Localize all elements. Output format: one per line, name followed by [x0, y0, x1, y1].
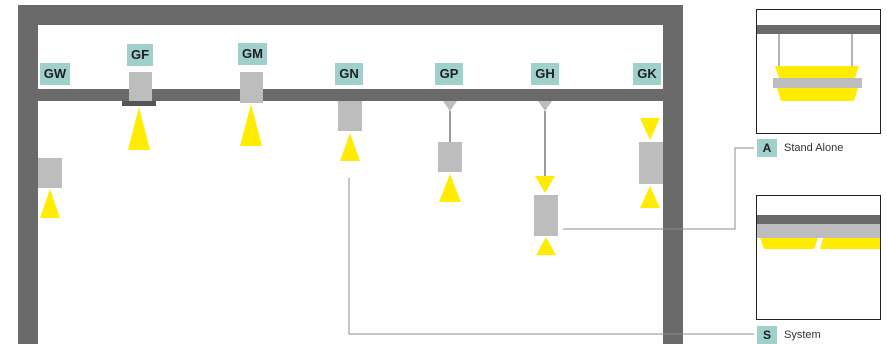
light-beam-gn	[340, 133, 360, 161]
panel-light-right	[820, 238, 880, 249]
panel-fixture-stand-alone	[773, 78, 862, 88]
callout-letter-system: S	[757, 326, 777, 344]
leader-line-system	[348, 178, 754, 335]
panel-ceiling-system	[757, 215, 880, 224]
panel-fixture-system	[757, 224, 880, 238]
fixture-gm	[240, 72, 263, 103]
light-beam-gh-up	[535, 176, 555, 193]
callout-letter-stand-alone: A	[757, 139, 777, 157]
panel-light-left	[760, 238, 818, 249]
fixture-gw	[38, 158, 62, 188]
detail-panel-system	[756, 195, 881, 320]
fixture-gh	[534, 195, 558, 236]
tag-gm: GM	[238, 43, 267, 65]
fixture-gp	[438, 142, 462, 172]
callout-label-stand-alone: Stand Alone	[784, 142, 844, 154]
detail-panel-stand-alone	[756, 9, 881, 134]
light-beam-gw	[40, 189, 60, 218]
light-beam-gm	[240, 104, 262, 146]
tag-gk: GK	[633, 63, 661, 85]
tag-gf: GF	[127, 44, 153, 66]
tag-gw: GW	[40, 63, 70, 85]
panel-ceiling-stand-alone	[757, 25, 880, 34]
tag-gh: GH	[531, 63, 559, 85]
canopy-gh	[538, 101, 552, 111]
panel-downlight	[777, 88, 858, 101]
leader-line-stand-alone	[563, 147, 754, 230]
tag-gn: GN	[335, 63, 363, 85]
ceiling-slab	[18, 5, 683, 25]
callout-label-system: System	[784, 329, 821, 341]
right-wall	[663, 5, 683, 344]
panel-uplight	[775, 66, 859, 78]
light-beam-gh-down	[536, 237, 556, 255]
ceiling-track	[38, 89, 663, 101]
fixture-gn	[338, 101, 362, 131]
recess-trim-gf	[122, 101, 156, 106]
panel-frame-system	[756, 195, 881, 320]
canopy-gp	[443, 101, 457, 111]
light-beam-gp	[439, 174, 461, 202]
light-beam-gk-up	[640, 118, 660, 140]
tag-gp: GP	[435, 63, 463, 85]
left-wall	[18, 5, 38, 344]
light-beam-gk-down	[640, 186, 660, 208]
fixture-gf	[129, 72, 152, 101]
fixture-gk	[639, 142, 663, 184]
light-beam-gf	[128, 107, 150, 150]
